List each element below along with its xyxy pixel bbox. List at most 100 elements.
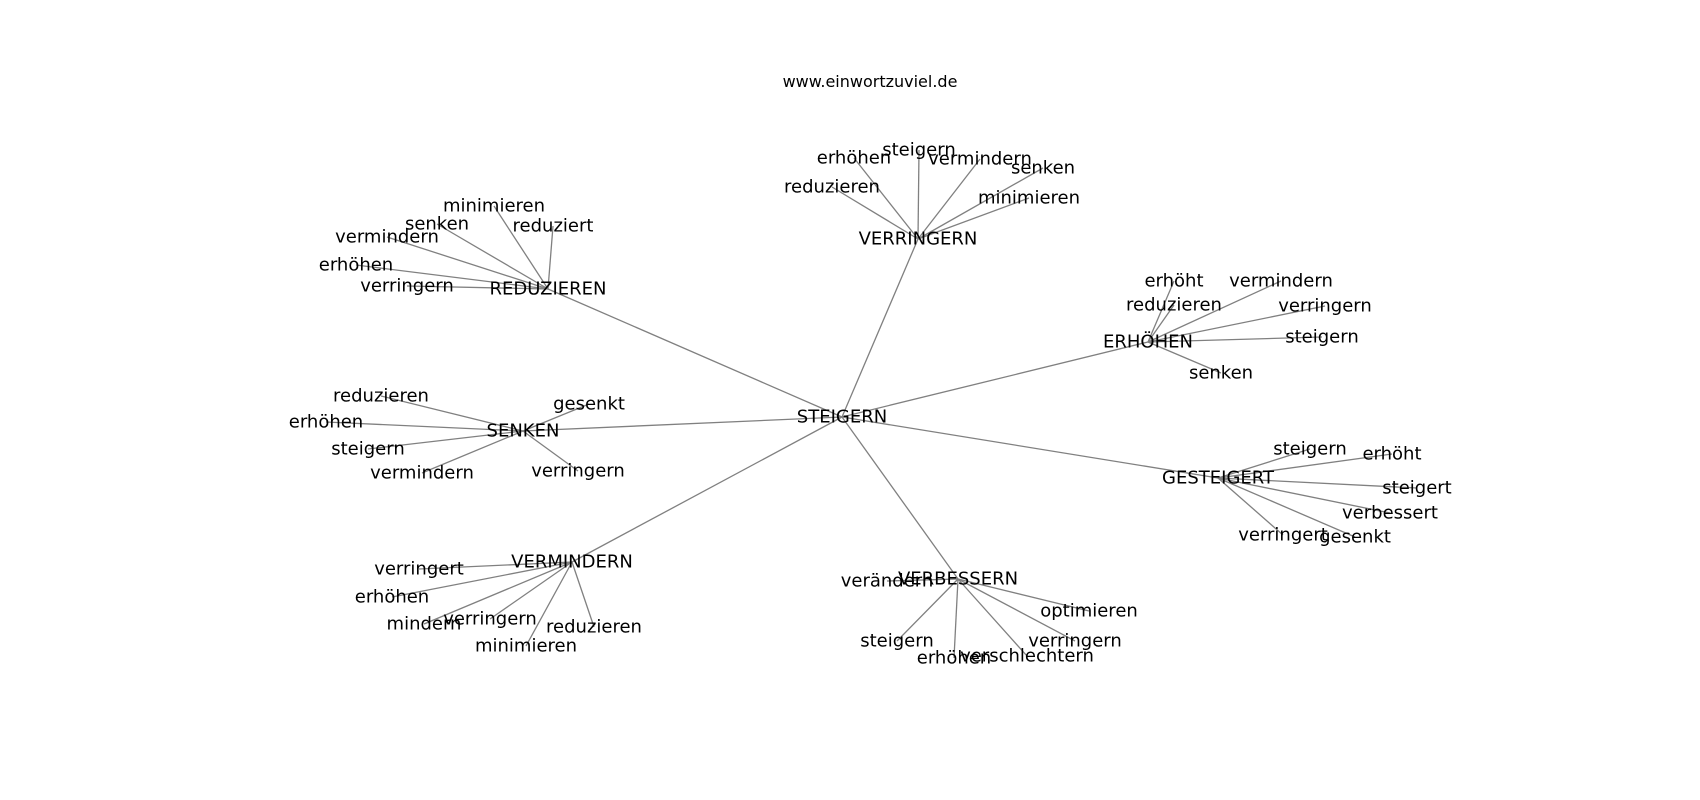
hub-node-label: SENKEN	[487, 421, 560, 442]
leaf-node-label: verringern	[443, 609, 537, 630]
leaf-node-label: reduzieren	[546, 617, 642, 638]
edge-hub-leaf	[1217, 477, 1418, 489]
leaf-node-label: erhöhen	[917, 648, 991, 669]
leaf-node-label: steigern	[882, 140, 956, 161]
leaf-node-label: minimieren	[475, 636, 577, 657]
edge-hub-leaf	[917, 197, 1030, 240]
edge-center-hub	[841, 416, 959, 580]
edge-hub-leaf	[493, 205, 549, 290]
edge-hub-leaf	[380, 395, 524, 432]
edge-hub-leaf	[1217, 477, 1356, 538]
leaf-node-label: senken	[1189, 363, 1253, 384]
leaf-node-label: erhöhen	[355, 587, 429, 608]
leaf-node-label: steigern	[860, 631, 934, 652]
edge-hub-leaf	[522, 430, 579, 472]
edge-hub-leaf	[421, 430, 524, 474]
hub-node-label: REDUZIEREN	[490, 279, 607, 300]
leaf-node-label: erhöhen	[817, 148, 891, 169]
source-caption: www.einwortzuviel.de	[782, 72, 958, 91]
leaf-node-label: verringern	[1278, 296, 1372, 317]
edge-hub-leaf	[367, 430, 524, 450]
edge-hub-leaf	[896, 578, 959, 642]
leaf-node-label: gesenkt	[553, 394, 625, 415]
edge-hub-leaf	[957, 578, 1028, 657]
edge-hub-leaf	[391, 561, 573, 598]
edge-hub-leaf	[355, 264, 549, 290]
leaf-node-label: steigert	[1382, 478, 1451, 499]
edge-hub-leaf	[1147, 280, 1282, 343]
leaf-node-label: senken	[405, 214, 469, 235]
edge-hub-leaf	[957, 578, 1090, 612]
leaf-node-label: verändern	[841, 571, 934, 592]
leaf-node-label: gesenkt	[1319, 527, 1391, 548]
hub-node-label: VERMINDERN	[511, 552, 633, 573]
leaf-node-label: erhöhen	[319, 255, 393, 276]
edge-hub-leaf	[917, 149, 920, 240]
leaf-node-label: minimieren	[978, 188, 1080, 209]
edge-hub-leaf	[953, 578, 959, 659]
edge-center-hub	[547, 288, 843, 418]
edge-hub-leaf	[1147, 280, 1175, 343]
leaf-node-label: verringern	[1028, 631, 1122, 652]
edge-hub-leaf	[1147, 304, 1175, 343]
labels-layer: STEIGERNVERRINGERNerhöhensteigernvermind…	[289, 140, 1452, 669]
leaf-node-label: reduziert	[513, 216, 594, 237]
center-node-label: STEIGERN	[797, 407, 887, 428]
edge-hub-leaf	[1217, 453, 1393, 479]
edge-hub-leaf	[1217, 477, 1391, 514]
edge-center-hub	[841, 416, 1219, 479]
leaf-node-label: steigern	[1285, 327, 1359, 348]
edge-hub-leaf	[386, 236, 549, 290]
leaf-node-label: verschlechtern	[960, 646, 1094, 667]
leaf-node-label: steigern	[1273, 439, 1347, 460]
hub-node-label: GESTEIGERT	[1162, 468, 1275, 489]
leaf-node-label: vermindern	[370, 463, 474, 484]
edge-hub-leaf	[831, 186, 919, 240]
leaf-node-label: mindern	[387, 614, 462, 635]
leaf-node-label: steigern	[331, 439, 405, 460]
edge-hub-leaf	[917, 167, 1044, 240]
edge-center-hub	[571, 416, 843, 563]
edge-hub-leaf	[418, 561, 573, 570]
leaf-node-label: verringern	[360, 276, 454, 297]
leaf-node-label: vermindern	[928, 149, 1032, 170]
leaf-node-label: optimieren	[1040, 601, 1138, 622]
leaf-node-label: erhöht	[1362, 444, 1421, 465]
edge-hub-leaf	[423, 561, 573, 625]
edge-hub-leaf	[1217, 448, 1311, 479]
edge-hub-leaf	[547, 225, 554, 290]
leaf-node-label: verringert	[374, 559, 464, 580]
leaf-node-label: reduzieren	[1126, 295, 1222, 316]
edge-hub-leaf	[1217, 477, 1284, 536]
leaf-node-label: verbessert	[1342, 503, 1438, 524]
edge-hub-leaf	[406, 285, 549, 290]
hub-node-label: ERHÖHEN	[1103, 331, 1193, 353]
hub-node-label: VERRINGERN	[859, 229, 978, 250]
leaf-node-label: erhöht	[1144, 271, 1203, 292]
edge-hub-leaf	[525, 561, 573, 647]
edge-hub-leaf	[571, 561, 595, 628]
edge-center-hub	[841, 238, 919, 418]
edges-layer	[325, 149, 1418, 659]
edge-hub-leaf	[917, 158, 981, 240]
leaf-node-label: vermindern	[1229, 271, 1333, 292]
edge-hub-leaf	[325, 421, 524, 432]
edge-hub-leaf	[886, 578, 959, 582]
edge-hub-leaf	[522, 403, 590, 432]
leaf-node-label: senken	[1011, 158, 1075, 179]
edge-center-hub	[841, 341, 1149, 418]
edge-hub-leaf	[1147, 341, 1222, 374]
leaf-node-label: verringert	[1238, 525, 1328, 546]
leaf-node-label: erhöhen	[289, 412, 363, 433]
edge-hub-leaf	[1147, 305, 1326, 343]
edge-hub-leaf	[853, 157, 919, 240]
leaf-node-label: vermindern	[335, 227, 439, 248]
leaf-node-label: minimieren	[443, 196, 545, 217]
edge-hub-leaf	[957, 578, 1076, 642]
leaf-node-label: reduzieren	[784, 177, 880, 198]
edge-center-hub	[522, 416, 843, 432]
leaf-node-label: verringern	[531, 461, 625, 482]
edge-hub-leaf	[1147, 336, 1323, 343]
hub-node-label: VERBESSERN	[898, 569, 1018, 590]
